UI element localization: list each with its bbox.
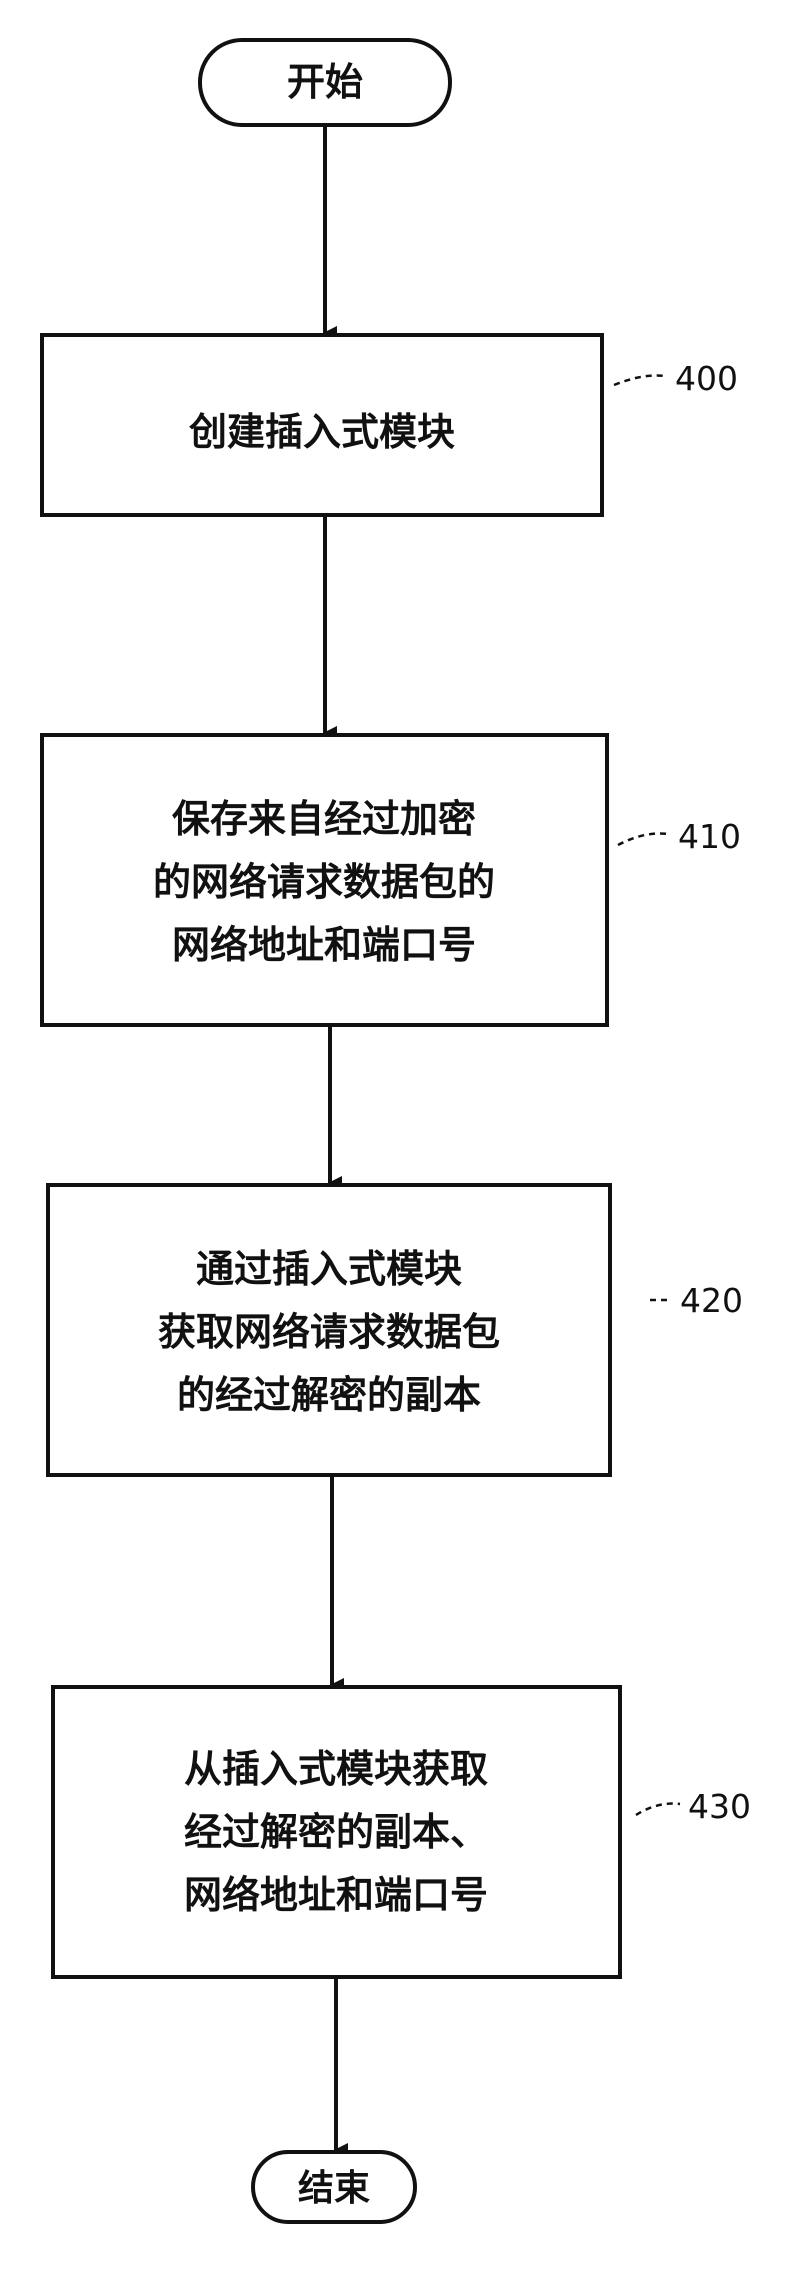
ref-label-430: 430 xyxy=(688,1787,751,1826)
start-label: 开始 xyxy=(287,60,363,104)
leader-line-430 xyxy=(635,1802,681,1817)
process-box-430-line-3: 网络地址和端口号 xyxy=(184,1873,488,1917)
process-box-400-line-1: 创建插入式模块 xyxy=(189,410,455,454)
leader-line-410 xyxy=(617,832,669,847)
process-box-430-line-2: 经过解密的副本、 xyxy=(184,1810,488,1854)
process-box-430 xyxy=(51,1685,622,1979)
process-box-410-line-1: 保存来自经过加密 xyxy=(172,797,476,841)
process-box-420-line-2: 获取网络请求数据包 xyxy=(158,1310,500,1354)
process-box-430-line-1: 从插入式模块获取 xyxy=(184,1747,488,1791)
process-box-400 xyxy=(40,333,604,517)
ref-label-410: 410 xyxy=(678,817,741,856)
ref-label-400: 400 xyxy=(675,359,738,398)
ref-label-420: 420 xyxy=(680,1281,743,1320)
process-box-410 xyxy=(40,733,609,1027)
end-terminal xyxy=(251,2150,417,2224)
leader-line-400 xyxy=(613,374,666,387)
process-box-410-line-2: 的网络请求数据包的 xyxy=(153,860,495,904)
process-box-420-line-3: 的经过解密的副本 xyxy=(177,1373,481,1417)
end-label: 结束 xyxy=(298,2168,370,2209)
process-box-410-line-3: 网络地址和端口号 xyxy=(172,923,476,967)
process-box-420 xyxy=(46,1183,612,1477)
process-box-420-line-1: 通过插入式模块 xyxy=(196,1247,462,1291)
